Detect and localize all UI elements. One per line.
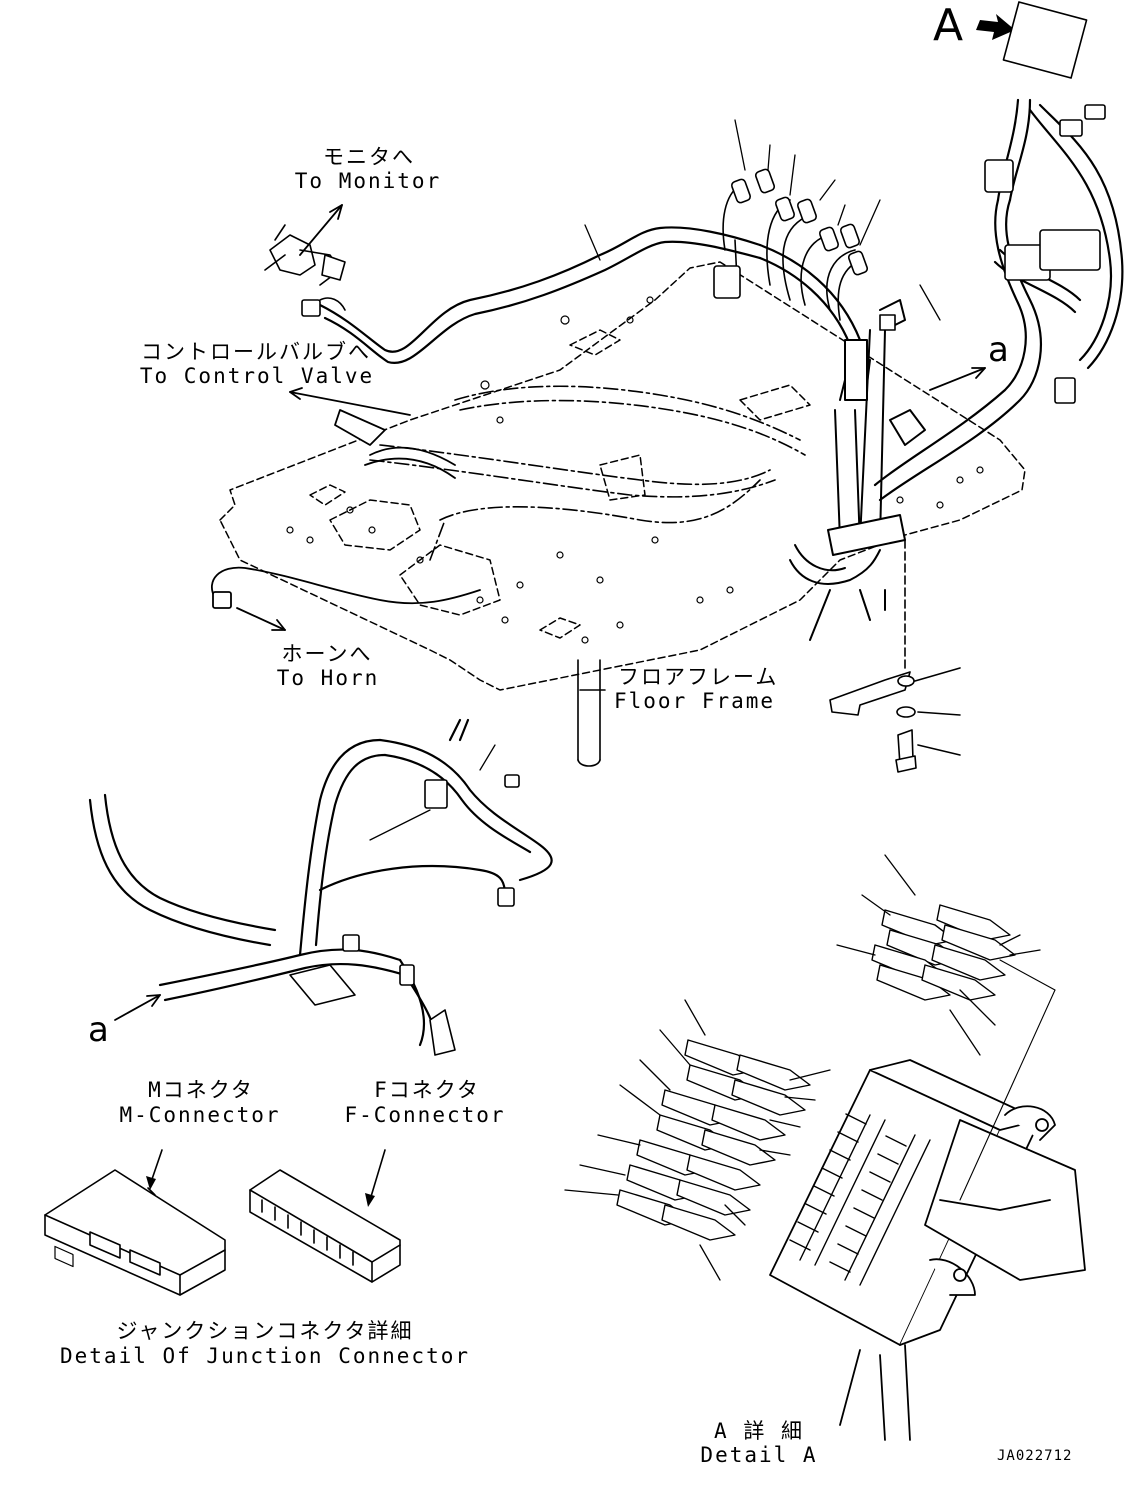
detail-a-label-jp: A 詳 細 bbox=[714, 1419, 804, 1443]
detail-a-view-arrow bbox=[976, 14, 1015, 40]
to-horn-label-en: To Horn bbox=[276, 666, 380, 690]
m-connector-label-jp: Mコネクタ bbox=[148, 1078, 254, 1102]
monitor-connector bbox=[264, 224, 346, 317]
ref-a-bottom-label: a bbox=[88, 1010, 109, 1050]
detail-a-label-en: Detail A bbox=[700, 1443, 818, 1467]
to-horn-label-jp: ホーンへ bbox=[281, 642, 373, 666]
floor-grommet-harness bbox=[789, 299, 926, 641]
junction-connector-label-en: Detail Of Junction Connector bbox=[59, 1344, 471, 1368]
f-connector-label-jp: Fコネクタ bbox=[374, 1078, 480, 1102]
harness-under-floor bbox=[369, 385, 806, 561]
leader-lines-lower bbox=[369, 744, 496, 841]
floor-frame-post bbox=[577, 659, 606, 767]
junction-block-pins bbox=[789, 1113, 931, 1286]
control-valve-branch bbox=[334, 409, 456, 479]
horn-harness bbox=[210, 566, 481, 609]
floor-frame-holes bbox=[286, 296, 984, 644]
bracket-bolt-assembly bbox=[829, 539, 961, 773]
floor-frame-label-jp: フロアフレーム bbox=[618, 665, 779, 689]
detail-a-view-label: A bbox=[933, 0, 964, 51]
junction-block-detail bbox=[769, 1059, 1086, 1441]
relays bbox=[713, 168, 869, 299]
m-connector-drawing bbox=[44, 1149, 226, 1296]
lower-connectors bbox=[289, 774, 520, 1056]
junction-connector-label-jp: ジャンクションコネクタ詳細 bbox=[116, 1319, 414, 1343]
detail-a-terminals bbox=[616, 904, 1016, 1241]
to-control-valve-label-en: To Control Valve bbox=[139, 364, 375, 388]
top-right-connectors bbox=[879, 1, 1106, 404]
detail-a-leader-lines bbox=[564, 854, 1056, 1281]
arrows bbox=[114, 204, 986, 1021]
to-monitor-label-jp: モニタへ bbox=[323, 145, 415, 169]
drawing-number: JA022712 bbox=[997, 1448, 1073, 1464]
lower-harness bbox=[88, 718, 553, 1052]
floor-frame-plate bbox=[219, 261, 1026, 691]
to-monitor-label-en: To Monitor bbox=[294, 169, 442, 193]
m-connector-label-en: M-Connector bbox=[119, 1103, 281, 1127]
to-control-valve-label-jp: コントロールバルブへ bbox=[141, 340, 371, 364]
f-connector-label-en: F-Connector bbox=[344, 1103, 506, 1127]
leader-lines-top bbox=[584, 119, 941, 321]
connector-arrowheads bbox=[146, 1176, 375, 1207]
ref-a-top-label: a bbox=[988, 330, 1009, 370]
f-connector-drawing bbox=[249, 1149, 401, 1283]
floor-frame-label-en: Floor Frame bbox=[614, 689, 776, 713]
